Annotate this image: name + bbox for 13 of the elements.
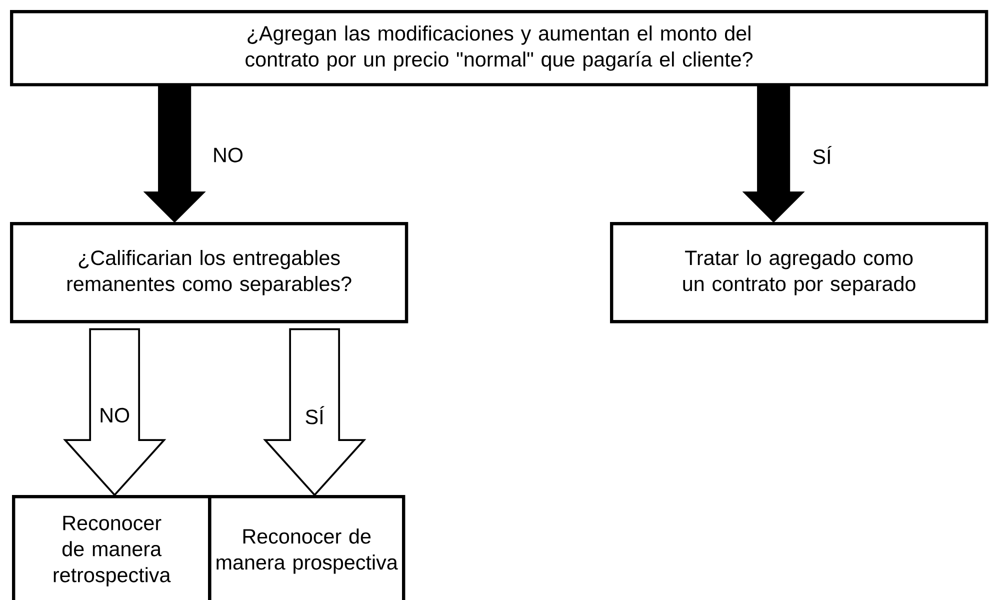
process-box: ¿Calificarian los entregables remanentes como separables? [10,222,408,324]
block-arrow [143,86,206,223]
process-box: Reconocer de manera retrospectiva [12,495,212,600]
edge-label: NO [214,148,242,162]
block-arrow [263,328,366,496]
process-box: Tratar lo agregado como un contrato por separado [610,222,988,324]
block-arrow [742,86,805,223]
process-box: ¿Agregan las modificaciones y aumentan el monto del contrato por un precio "normal" que pagaría el cliente? [10,10,988,86]
edge-label: SÍ [306,406,324,424]
block-arrow [63,328,166,496]
process-box: Reconocer de manera prospectiva [208,495,406,600]
edge-label: NO [100,408,130,423]
edge-label: SÍ [813,146,832,164]
